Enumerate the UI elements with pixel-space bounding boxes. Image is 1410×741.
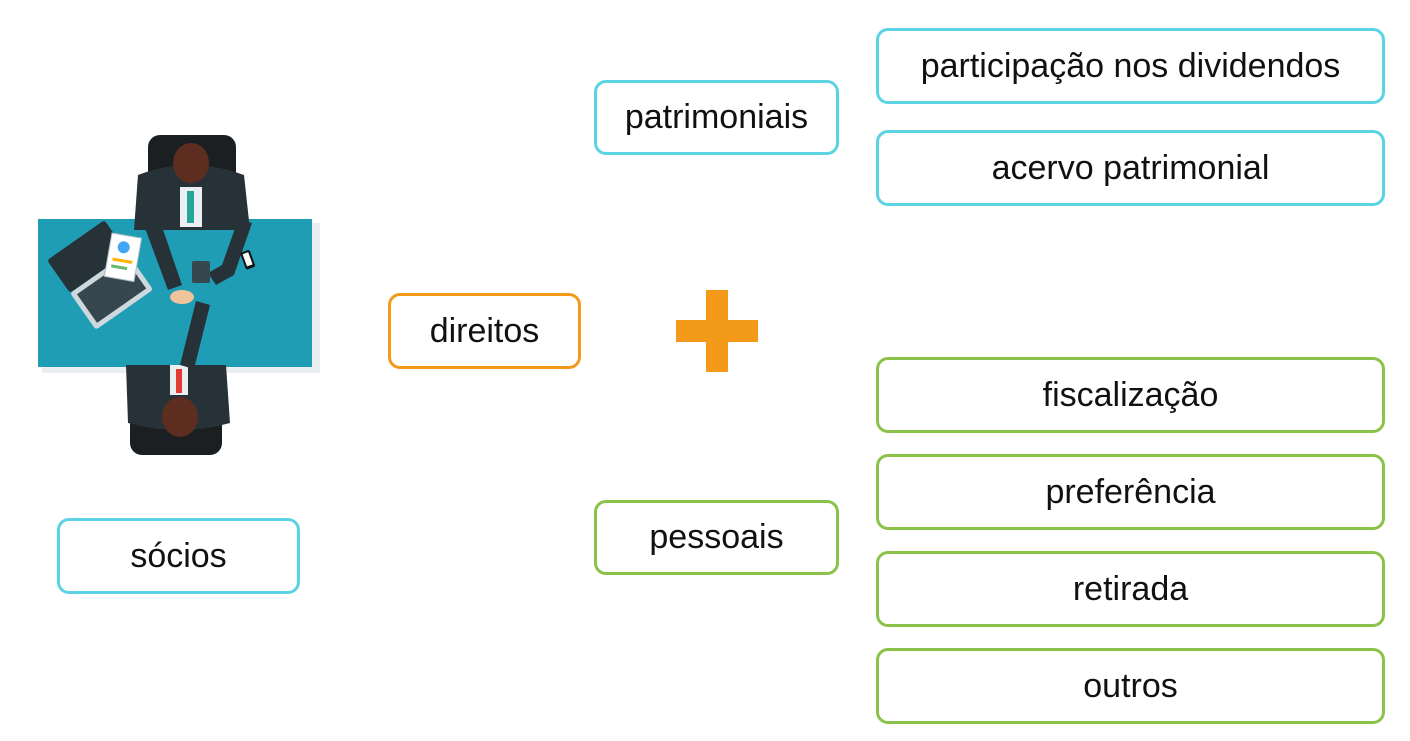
node-pessoais-label: pessoais — [649, 518, 784, 556]
item-fiscalizacao: fiscalização — [876, 357, 1385, 433]
item-label: retirada — [1072, 569, 1189, 608]
node-patrimoniais-label: patrimoniais — [624, 98, 809, 136]
handshake-meeting-icon — [30, 125, 330, 465]
item-label: participação nos dividendos — [920, 46, 1341, 85]
plus-icon — [676, 290, 758, 372]
node-pessoais: pessoais — [594, 500, 839, 575]
item-acervo-patrimonial: acervo patrimonial — [876, 130, 1385, 206]
item-retirada: retirada — [876, 551, 1385, 627]
node-direitos: direitos — [388, 293, 581, 369]
item-label: acervo patrimonial — [991, 148, 1270, 187]
node-direitos-label: direitos — [429, 311, 540, 350]
item-label: outros — [1083, 666, 1178, 705]
item-label: fiscalização — [1042, 375, 1219, 414]
item-preferencia: preferência — [876, 454, 1385, 530]
node-patrimoniais: patrimoniais — [594, 80, 839, 155]
item-label: preferência — [1045, 472, 1216, 511]
item-participacao-dividendos: participação nos dividendos — [876, 28, 1385, 104]
node-socios-label: sócios — [130, 536, 227, 575]
node-socios: sócios — [57, 518, 300, 594]
item-outros: outros — [876, 648, 1385, 724]
